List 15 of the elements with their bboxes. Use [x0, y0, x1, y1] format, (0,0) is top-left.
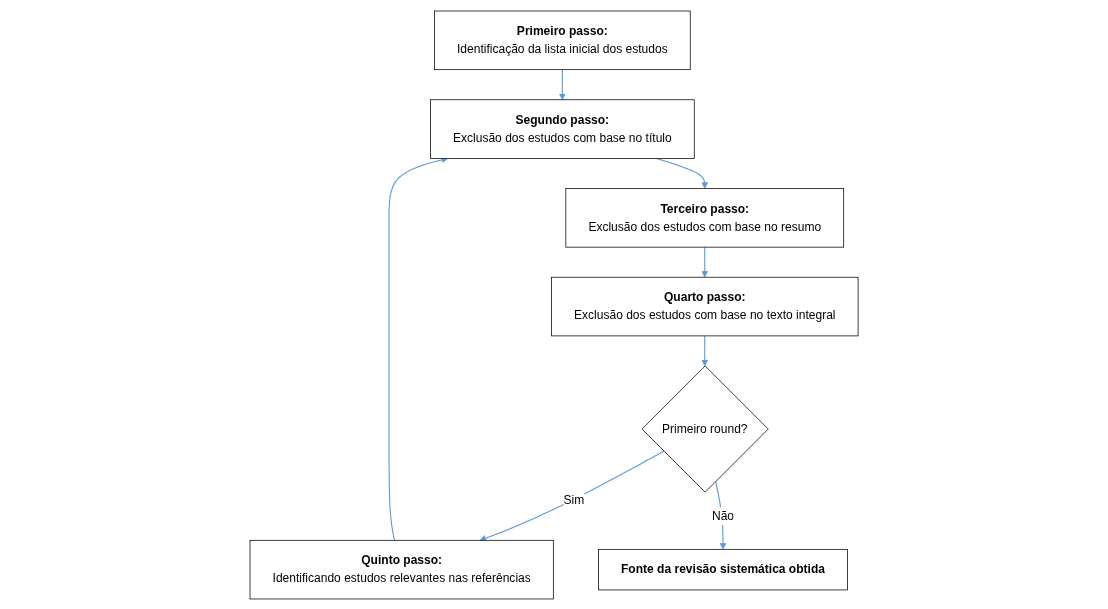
- arrow: [388, 156, 448, 541]
- edge-label: Sim: [563, 492, 585, 506]
- arrow: [479, 450, 665, 541]
- arrow: [655, 157, 708, 189]
- node-diamond: Primeiro round?: [641, 365, 769, 493]
- edge-label: Não: [711, 508, 734, 522]
- node-box: Quinto passo: Identificando estudos relevantes nas referências: [249, 539, 554, 599]
- node-box: Terceiro passo: Exclusão dos estudos com base no resumo: [565, 187, 844, 248]
- node-box: Segundo passo: Exclusão dos estudos com base no título: [429, 98, 695, 159]
- arrow: [558, 68, 566, 100]
- arrow: [701, 246, 708, 278]
- node-box: Quarto passo: Exclusão dos estudos com base no texto integral: [551, 276, 859, 336]
- arrow: [701, 334, 708, 366]
- node-box: Fonte da revisão sistemática obtida: [598, 548, 848, 590]
- node-box: Primeiro passo: Identificação da lista inicial dos estudos: [434, 10, 691, 70]
